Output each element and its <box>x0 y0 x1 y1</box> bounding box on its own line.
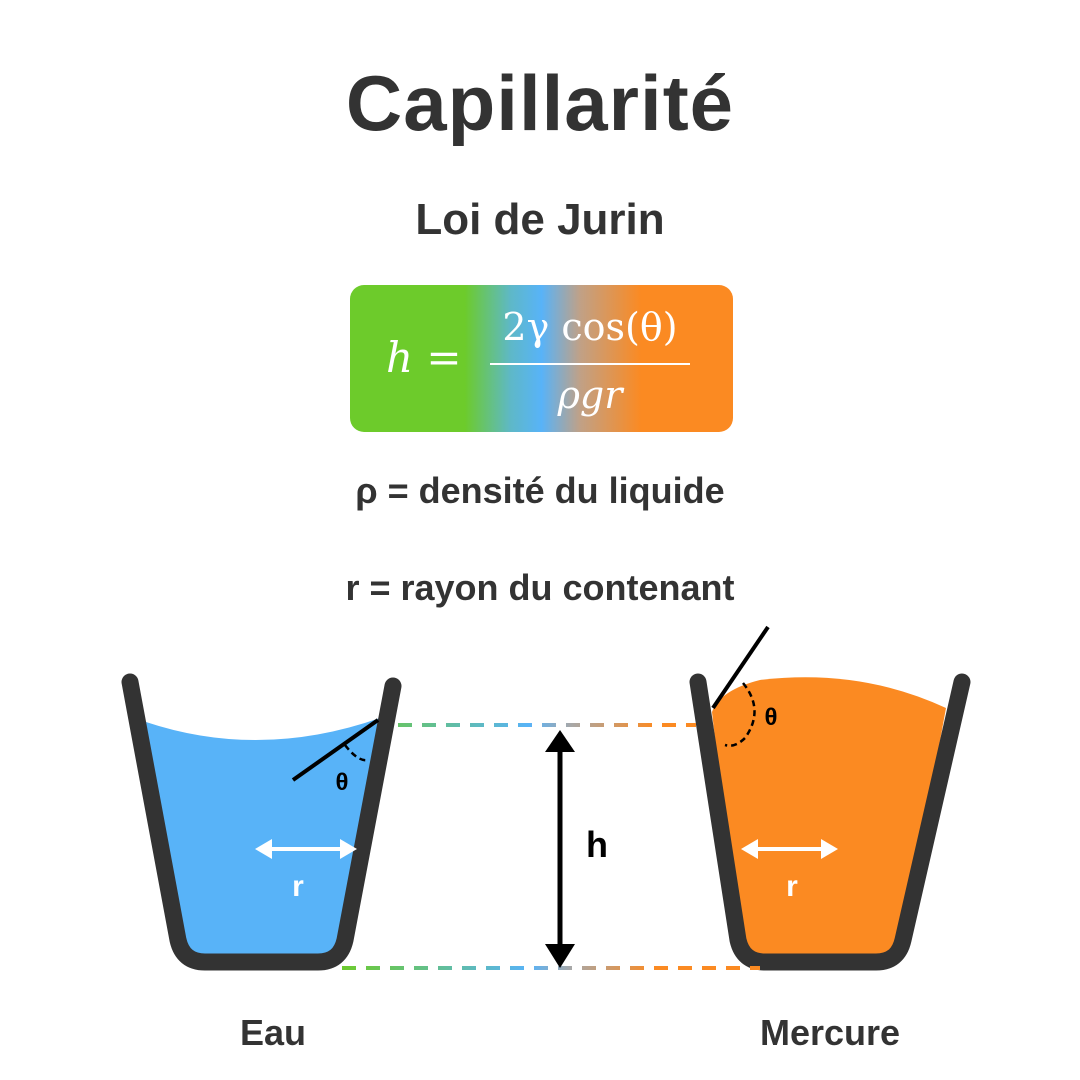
mercury-label: Mercure <box>759 1012 901 1053</box>
water-tangent-line <box>291 718 380 782</box>
definition-r: r = rayon du contenant <box>345 567 735 608</box>
mercury-angle-arc <box>724 682 756 747</box>
fraction-bar <box>490 363 690 365</box>
formula-lhs: h = <box>386 333 462 382</box>
water-label: Eau <box>239 1012 307 1053</box>
water-angle-label: θ <box>336 769 349 796</box>
mercury-container <box>689 673 971 971</box>
mercury-angle-label: θ <box>765 704 778 731</box>
mercury-radius-arrow <box>741 839 838 859</box>
definition-rho: ρ = densité du liquide <box>355 470 725 511</box>
water-radius-arrow <box>255 839 357 859</box>
jurin-formula: h = 2γ cos(θ) ρgr <box>350 285 733 432</box>
formula-denominator: ρgr <box>557 373 623 417</box>
formula-numerator: 2γ cos(θ) <box>502 305 678 349</box>
height-arrow <box>545 730 575 968</box>
page-title: Capillarité <box>345 59 735 147</box>
water-radius-label: r <box>292 870 304 903</box>
water-angle-arc <box>344 744 369 762</box>
mercury-liquid <box>712 677 946 962</box>
height-label: h <box>586 824 608 865</box>
mercury-radius-label: r <box>786 870 798 903</box>
water-container <box>121 673 402 971</box>
law-subtitle: Loi de Jurin <box>415 195 665 244</box>
water-liquid <box>146 718 380 962</box>
mercury-tangent-line <box>711 625 770 710</box>
